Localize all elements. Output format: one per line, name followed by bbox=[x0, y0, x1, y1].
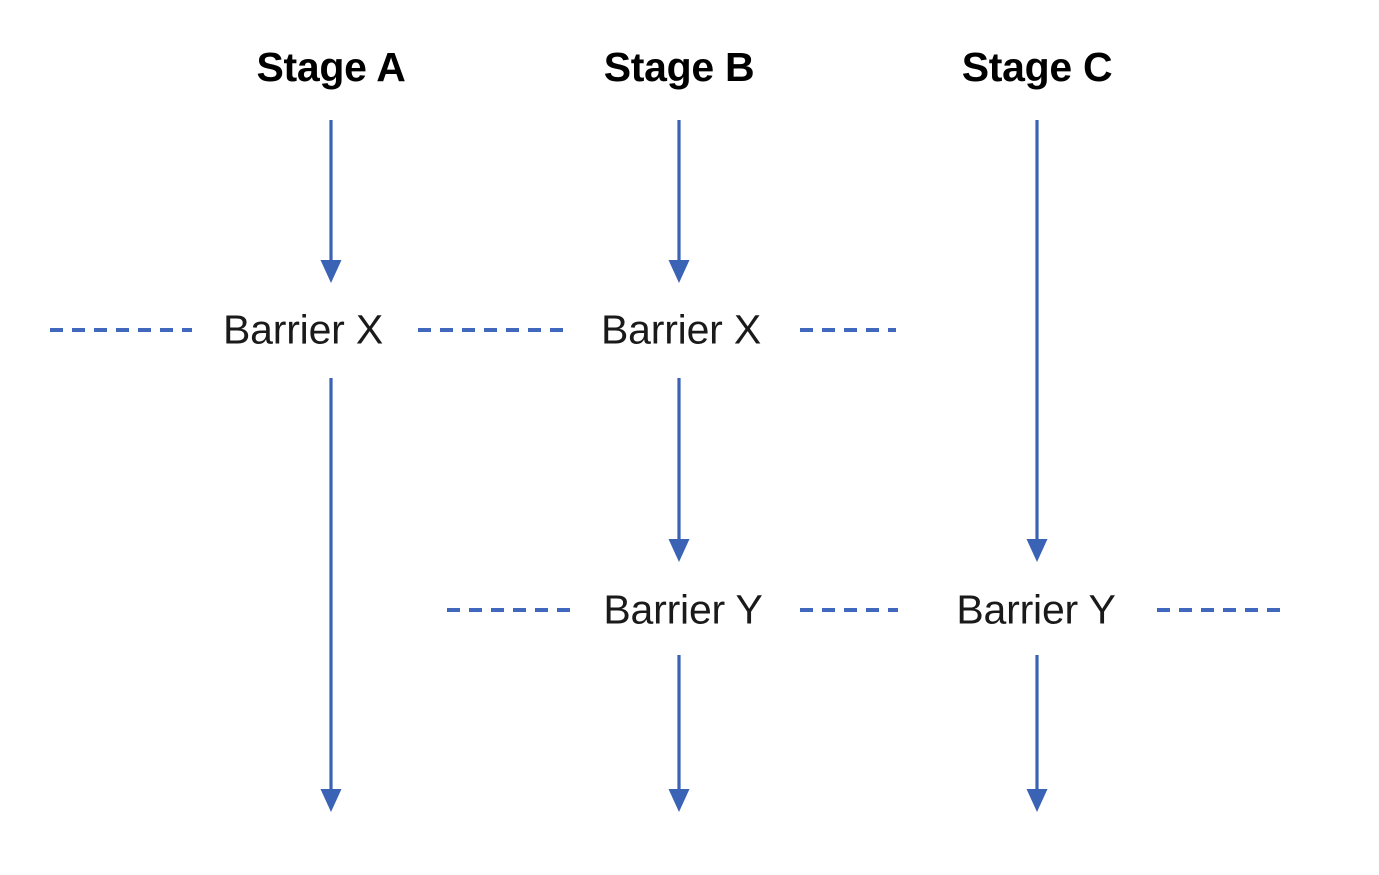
arrow-c-bottom-arrowhead-icon bbox=[1026, 789, 1048, 812]
arrow-a-bottom-arrowhead-icon bbox=[320, 789, 342, 812]
arrow-a-top-arrowhead-icon bbox=[320, 260, 342, 283]
arrow-b-middle-arrowhead-icon bbox=[668, 539, 690, 562]
arrow-b-top-arrowhead-icon bbox=[668, 260, 690, 283]
dashed-connectors-group bbox=[50, 328, 1281, 612]
barrier-label-barrier-y-c: Barrier Y bbox=[947, 586, 1125, 634]
stage-header-stage-c: Stage C bbox=[961, 44, 1113, 90]
arrow-b-bottom-arrowhead-icon bbox=[668, 789, 690, 812]
stage-header-stage-a: Stage A bbox=[256, 44, 406, 90]
stage-header-stage-b: Stage B bbox=[603, 44, 755, 90]
barrier-label-barrier-x-b: Barrier X bbox=[592, 306, 770, 354]
arrow-c-top-arrowhead-icon bbox=[1026, 539, 1048, 562]
barrier-label-barrier-y-b: Barrier Y bbox=[594, 586, 772, 634]
arrows-group bbox=[320, 120, 1048, 812]
barrier-label-barrier-x-a: Barrier X bbox=[214, 306, 392, 354]
